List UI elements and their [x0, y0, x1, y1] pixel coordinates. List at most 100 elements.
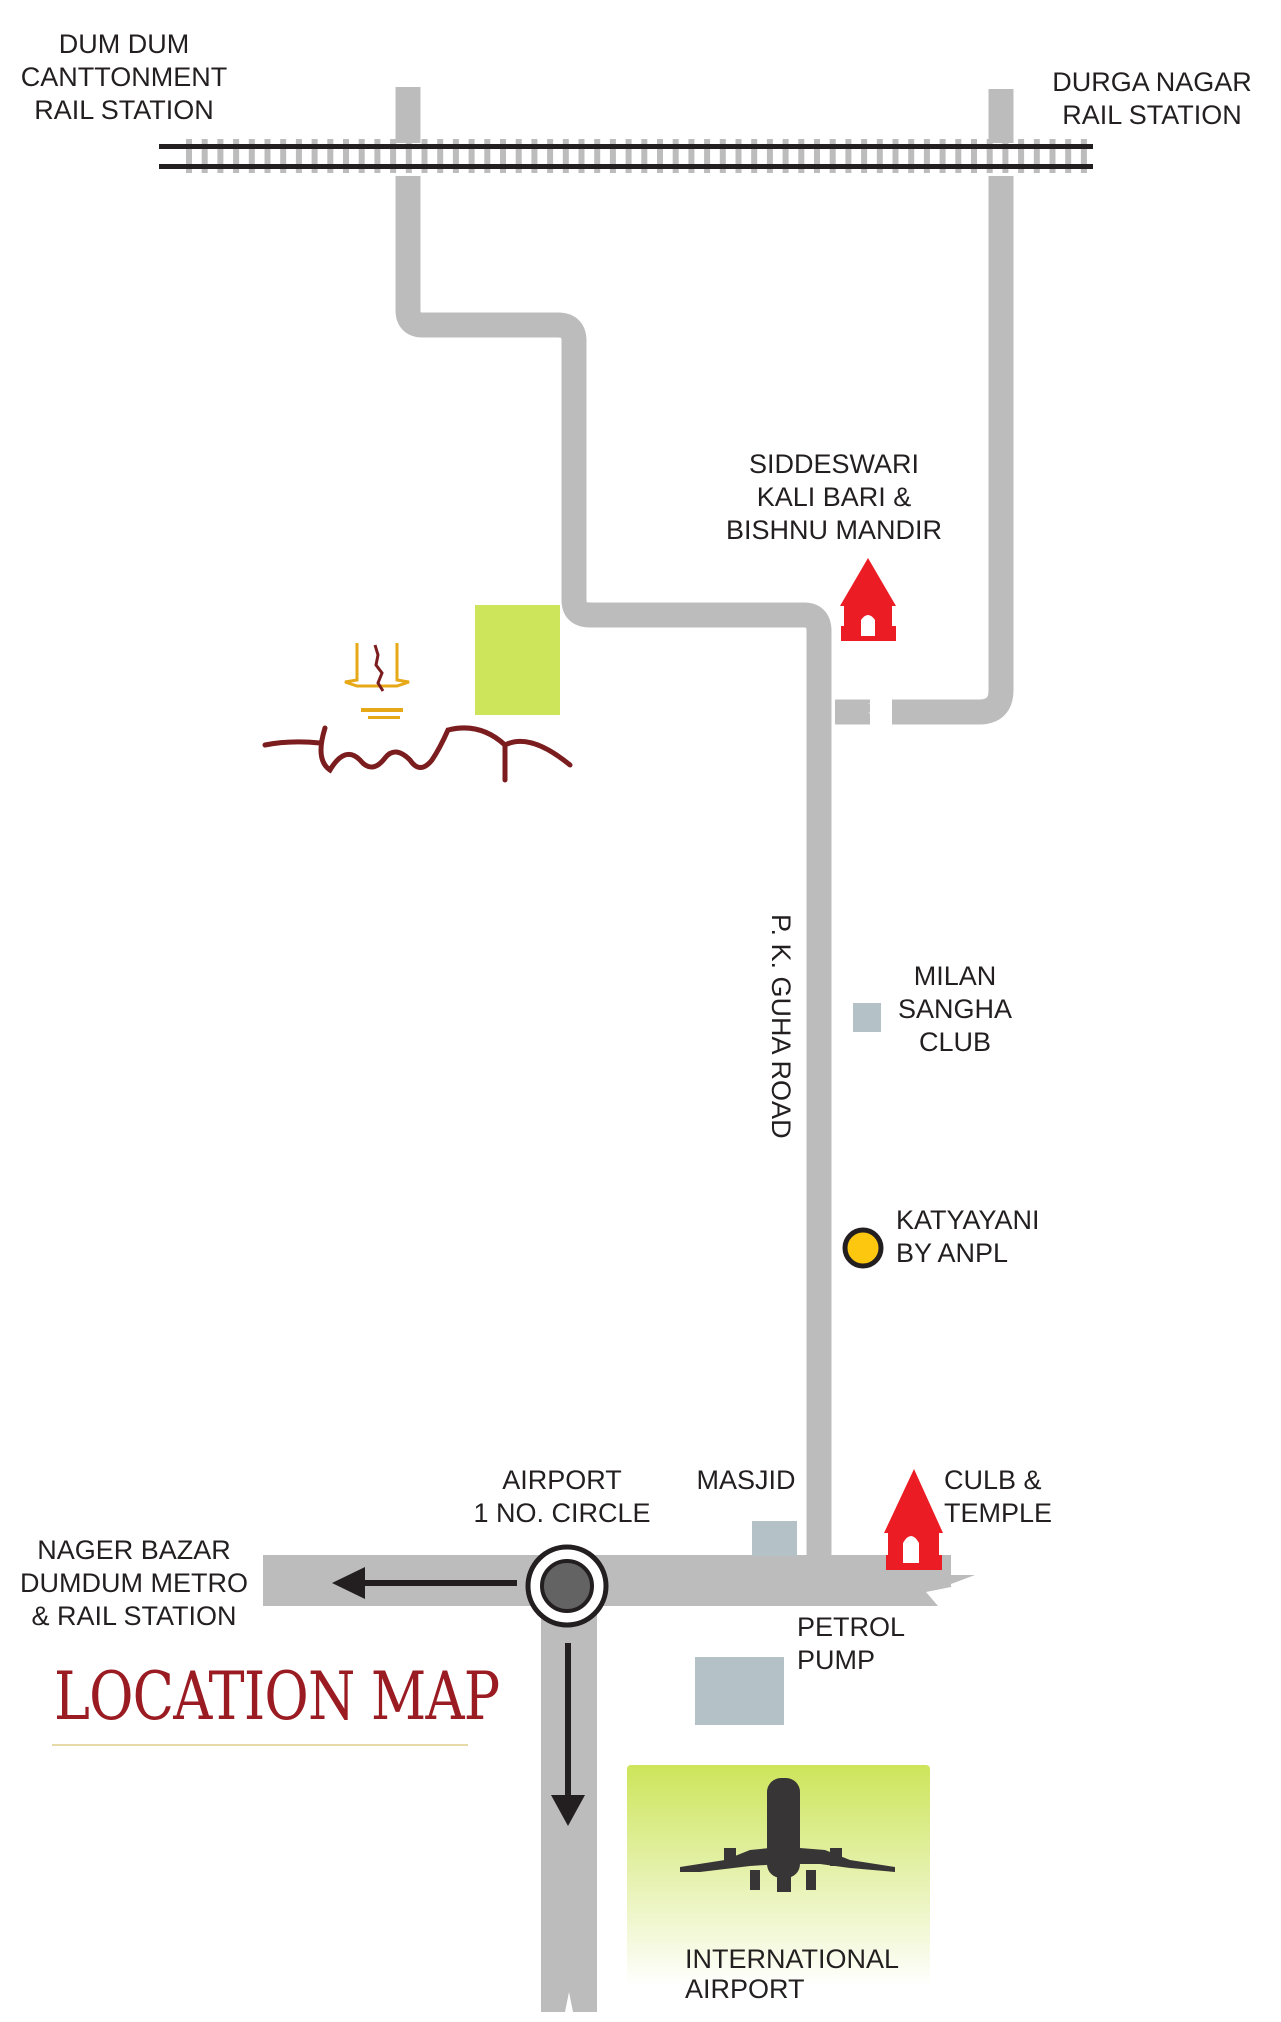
roundabout-icon [525, 1544, 609, 1628]
label-line: MILAN [913, 961, 997, 991]
label-line: CLUB [918, 1027, 992, 1057]
title-underline [52, 1744, 468, 1746]
rail-tie [798, 139, 805, 173]
rail-tie [1033, 139, 1040, 173]
rail-tie [766, 139, 773, 173]
rail-tie [782, 139, 789, 173]
rail-tie [672, 139, 679, 173]
rail-tie [955, 139, 962, 173]
road-break-right [926, 1587, 951, 1606]
rail-tie [845, 139, 852, 173]
rail-line-bottom [159, 164, 1093, 169]
temple-icon-club [884, 1469, 943, 1570]
label-line: & RAIL STATION [31, 1601, 237, 1631]
rail-tie [688, 139, 695, 173]
label-line: DUMDUM METRO [20, 1568, 248, 1598]
direction-arrow-icon-south [551, 1643, 585, 1826]
rail-tie [437, 139, 444, 173]
label-katyayani: KATYAYANI BY ANPL [896, 1204, 1040, 1270]
rail-tie [531, 139, 538, 173]
label-durga-nagar-station: DURGA NAGAR RAIL STATION [1052, 66, 1252, 132]
road-name-pk-guha: P. K. GUHA ROAD [766, 914, 796, 1139]
rail-tie [594, 139, 601, 173]
label-line: BY ANPL [896, 1238, 1009, 1268]
label-line: KALI BARI & [756, 482, 912, 512]
label-line: KATYAYANI [896, 1205, 1040, 1235]
label-line: AIRPORT [502, 1465, 622, 1495]
rail-tie [421, 139, 428, 173]
label-masjid: MASJID [696, 1465, 796, 1495]
rail-tie [468, 139, 475, 173]
label-club-temple: CULB & TEMPLE [944, 1464, 1052, 1530]
label-airport-circle: AIRPORT 1 NO. CIRCLE [473, 1464, 650, 1530]
label-line: RAIL STATION [1062, 100, 1242, 130]
rail-tie [892, 139, 899, 173]
label-dumdum-station: DUM DUM CANTTONMENT RAIL STATION [21, 28, 228, 127]
rail-tie [1049, 139, 1056, 173]
rail-tie [923, 139, 930, 173]
rail-tie [264, 139, 271, 173]
rail-tie [311, 139, 318, 173]
label-nager-bazar: NAGER BAZAR DUMDUM METRO & RAIL STATION [20, 1534, 248, 1633]
rail-tie [735, 139, 742, 173]
rail-tie [390, 139, 397, 173]
rail-tie [939, 139, 946, 173]
rail-tie [829, 139, 836, 173]
rail-tie [908, 139, 915, 173]
road-durga-nagar [835, 89, 1014, 725]
label-line: CULB & [944, 1465, 1042, 1495]
petrol-pump-square [695, 1657, 784, 1725]
label-line: RAIL STATION [34, 95, 214, 125]
road-dumdum [395, 87, 832, 1560]
airplane-icon [680, 1778, 895, 1892]
rail-tie [704, 139, 711, 173]
rail-line-top [159, 144, 1093, 149]
label-line: DUM DUM [58, 29, 190, 59]
label-line: TEMPLE [944, 1498, 1053, 1528]
project-location-dot [842, 1227, 884, 1269]
label-line: PETROL [797, 1612, 906, 1642]
rail-tie [562, 139, 569, 173]
rail-tie [986, 139, 993, 173]
rail-tie [861, 139, 868, 173]
rail-tie [751, 139, 758, 173]
label-line: CANTTONMENT [20, 62, 228, 92]
rail-tie [452, 139, 459, 173]
rail-tie [609, 139, 616, 173]
rail-tie [1018, 139, 1025, 173]
rail-tie [625, 139, 632, 173]
project-logo [262, 643, 573, 783]
rail-tie [327, 139, 334, 173]
rail-tie [500, 139, 506, 173]
label-petrol-pump: PETROL PUMP [797, 1611, 905, 1677]
roads [395, 87, 1014, 1560]
rail-track [159, 139, 1093, 173]
page-title: LOCATION MAP [54, 1658, 500, 1735]
rail-tie [217, 139, 224, 173]
temple-icon-siddeswari [840, 558, 896, 641]
label-line: BISHNU MANDIR [725, 515, 943, 545]
label-line: AIRPORT [685, 1974, 805, 2004]
direction-arrow-icon-west [332, 1567, 517, 1599]
rail-tie [719, 139, 726, 173]
rail-tie [971, 139, 977, 173]
rail-tie [484, 139, 491, 173]
rail-tie [374, 139, 381, 173]
rail-tie [1080, 139, 1087, 173]
label-line: DURGA NAGAR [1052, 67, 1252, 97]
rail-tie [201, 139, 208, 173]
rail-tie [343, 139, 349, 173]
rail-tie [641, 139, 648, 173]
rail-tie [1065, 139, 1072, 173]
rail-tie [876, 139, 883, 173]
label-milan-sangha: MILAN SANGHA CLUB [898, 960, 1012, 1059]
label-siddeswari: SIDDESWARI KALI BARI & BISHNU MANDIR [726, 448, 942, 547]
rail-tie [405, 139, 412, 173]
rail-tie [248, 139, 255, 173]
rail-tie [578, 139, 585, 173]
label-line: 1 NO. CIRCLE [473, 1498, 651, 1528]
rail-tie [1002, 139, 1009, 173]
road-break [868, 702, 892, 723]
rail-tie [186, 139, 192, 173]
